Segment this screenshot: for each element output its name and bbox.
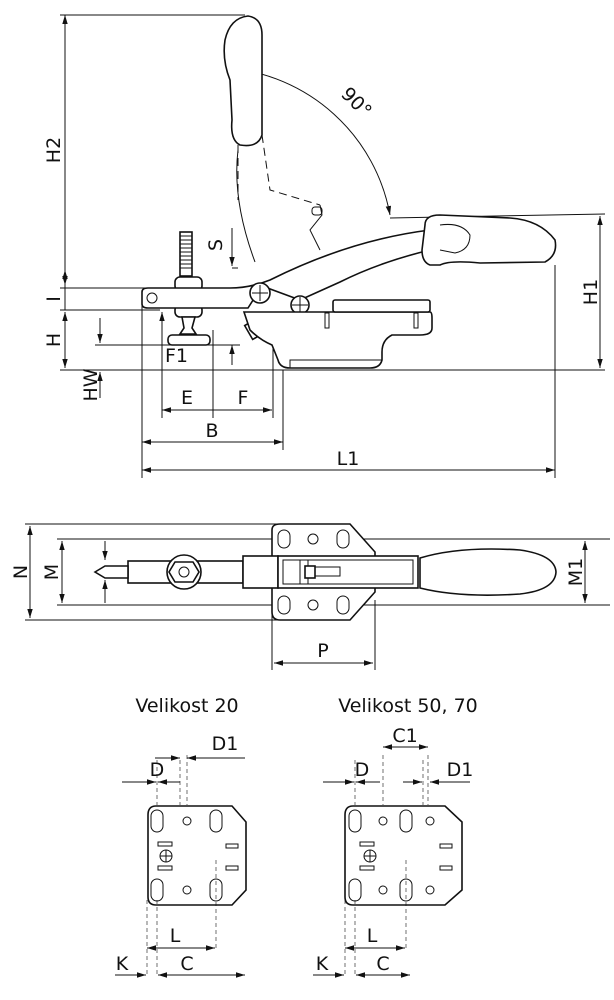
spindle-pressure-pad — [167, 334, 211, 346]
label-m: M — [41, 564, 63, 580]
label-s: S — [205, 239, 227, 251]
label-i: I — [43, 296, 65, 302]
label-m1: M1 — [565, 558, 587, 586]
side-view: H2 90° S I H F1 HW E F B L1 H1 — [43, 14, 606, 478]
label-hw: HW — [80, 368, 102, 401]
handle-grip — [421, 214, 557, 266]
label-f1: F1 — [165, 345, 188, 367]
label-h: H — [43, 333, 65, 347]
label-b: B — [205, 420, 218, 442]
raised-handle-grip — [223, 15, 263, 147]
label-p: P — [317, 640, 328, 662]
label-k: K — [116, 953, 129, 975]
base-plate-size-50-70: Velikost 50, 70 C1 D D1 L K C — [313, 695, 478, 978]
label-d1: D1 — [212, 733, 239, 755]
plate-title-20: Velikost 20 — [135, 695, 238, 717]
label-c1: C1 — [392, 725, 417, 747]
base-plate-size-20: Velikost 20 D1 D L K C — [115, 695, 247, 978]
label-d: D — [355, 759, 370, 781]
clamp-base — [242, 311, 433, 369]
label-k: K — [316, 953, 329, 975]
label-angle: 90° — [336, 83, 375, 122]
plate-title-50-70: Velikost 50, 70 — [338, 695, 478, 717]
label-e: E — [181, 387, 193, 409]
label-l1: L1 — [337, 448, 360, 470]
label-d: D — [150, 759, 165, 781]
spindle-thread — [179, 231, 193, 277]
label-h2: H2 — [43, 137, 65, 163]
label-c: C — [180, 953, 193, 975]
label-h1: H1 — [580, 279, 602, 305]
label-n: N — [10, 565, 32, 579]
top-lever-body — [277, 555, 419, 589]
label-f: F — [238, 387, 249, 409]
top-handle-grip — [419, 548, 557, 596]
clamp-arm — [141, 229, 431, 309]
label-c: C — [376, 953, 389, 975]
top-view: N M M1 P — [10, 523, 610, 670]
label-d1: D1 — [447, 759, 474, 781]
label-l: L — [367, 925, 378, 947]
label-l: L — [170, 925, 181, 947]
